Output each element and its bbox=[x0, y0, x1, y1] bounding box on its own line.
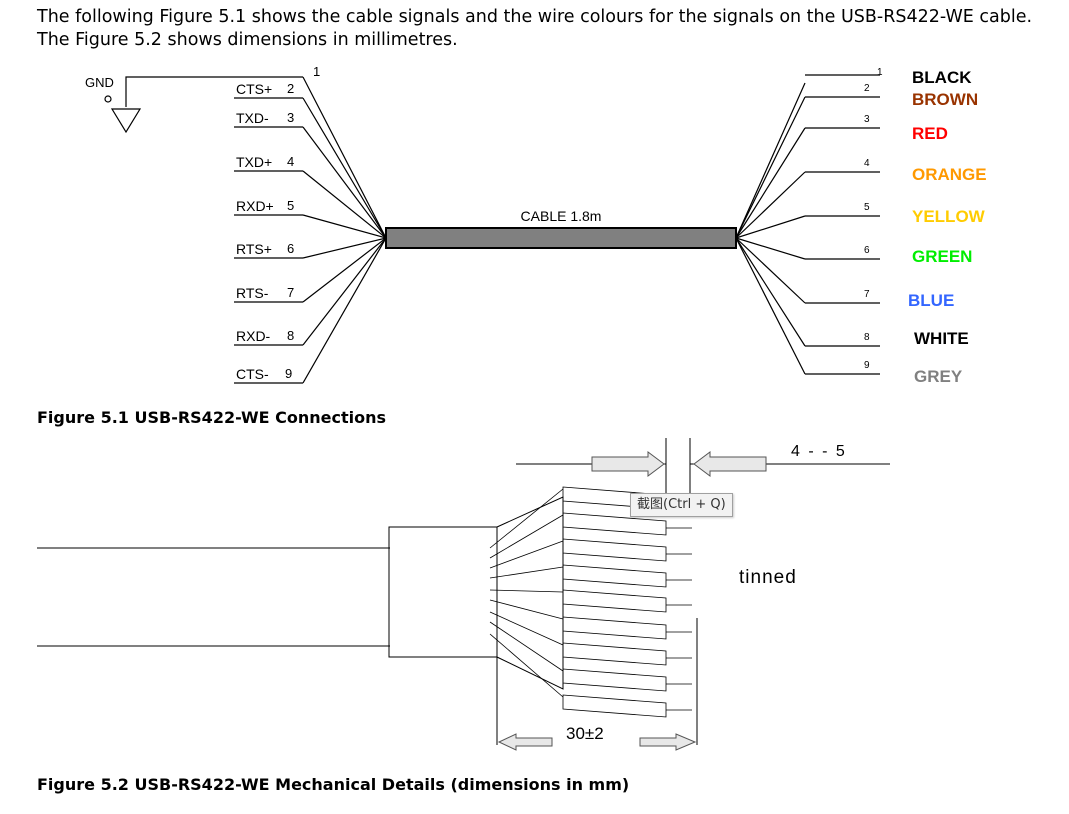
signal-name-label: TXD- bbox=[236, 110, 269, 126]
tinned-wire-end bbox=[562, 589, 667, 613]
right-wire-fan bbox=[735, 74, 880, 375]
figure-5-1-caption: Figure 5.1 USB-RS422-WE Connections bbox=[37, 408, 387, 427]
wire-right bbox=[735, 237, 806, 347]
wire-colour-name: BLACK bbox=[912, 68, 972, 87]
wire-colour-name: GREEN bbox=[912, 247, 972, 266]
wire-pin-label: 2 bbox=[864, 83, 870, 94]
signal-name-label: RXD+ bbox=[236, 198, 274, 214]
intro-paragraph: The following Figure 5.1 shows the cable… bbox=[37, 7, 1033, 50]
wire-pin-label: 9 bbox=[864, 360, 870, 371]
wire-colour-name: YELLOW bbox=[912, 207, 986, 226]
strip-length-dimension: 4 - - 5 bbox=[791, 443, 847, 460]
left-wire-fan bbox=[234, 76, 387, 384]
wire-colour-name: ORANGE bbox=[912, 165, 987, 184]
cable-body bbox=[385, 227, 737, 249]
mech-wire bbox=[489, 589, 564, 593]
tinned-wire-end bbox=[562, 642, 667, 666]
wire-left bbox=[302, 126, 387, 239]
wire-left bbox=[302, 237, 387, 259]
tinned-wire-end bbox=[562, 512, 667, 536]
wire-pin-label: 8 bbox=[864, 332, 870, 343]
signal-pin-label: 2 bbox=[287, 81, 294, 96]
mechanical-wires bbox=[489, 486, 692, 718]
signal-pin-label: 1 bbox=[313, 64, 320, 79]
screenshot-tooltip: 截图(Ctrl + Q) bbox=[630, 493, 733, 517]
wire-colour-name: BLUE bbox=[908, 291, 954, 310]
wire-left bbox=[302, 76, 387, 239]
signal-pin-label: 6 bbox=[287, 241, 294, 256]
tinned-wire-end bbox=[562, 694, 667, 718]
wire-left bbox=[302, 237, 387, 346]
wire-left bbox=[302, 237, 387, 384]
wire-colour-name: RED bbox=[912, 124, 948, 143]
signal-name-label: RTS- bbox=[236, 285, 269, 301]
signal-name-label: TXD+ bbox=[236, 154, 272, 170]
wire-left bbox=[302, 170, 387, 239]
cable-length-label: CABLE 1.8m bbox=[521, 208, 602, 224]
mech-wire bbox=[489, 514, 564, 559]
signal-pin-label: 7 bbox=[287, 285, 294, 300]
signal-pin-label: 9 bbox=[285, 366, 292, 381]
wire-right bbox=[735, 237, 806, 375]
mech-wire bbox=[489, 611, 564, 646]
right-pin-labels: 12 3 4 5 6 7 8 9 bbox=[864, 67, 883, 371]
wire-colour-name: GREY bbox=[914, 367, 963, 386]
dimension-arrow-icon bbox=[497, 451, 767, 751]
signal-pin-label: 4 bbox=[287, 154, 294, 169]
wire-pin-label: 4 bbox=[864, 158, 870, 169]
signal-pin-label: 5 bbox=[287, 198, 294, 213]
wire-colour-labels: BLACK BROWN RED ORANGE YELLOW GREEN BLUE WHITE G… bbox=[908, 68, 987, 386]
mech-wire bbox=[489, 540, 564, 569]
signal-name-label: CTS+ bbox=[236, 81, 272, 97]
signal-pin-label: 8 bbox=[287, 328, 294, 343]
tinned-wire-end bbox=[562, 616, 667, 640]
wire-colour-name: WHITE bbox=[914, 329, 969, 348]
wire-pin-label: 3 bbox=[864, 114, 870, 125]
wire-right bbox=[735, 96, 806, 239]
wire-right bbox=[735, 237, 806, 260]
wire-right bbox=[735, 171, 806, 239]
tinned-wire-end bbox=[562, 538, 667, 562]
signal-pin-label: 3 bbox=[287, 110, 294, 125]
mech-wire bbox=[489, 633, 564, 698]
wire-pin-label: 1 bbox=[877, 67, 883, 78]
mech-wire bbox=[489, 599, 564, 620]
wire-left bbox=[302, 237, 387, 303]
wire-pin-label: 7 bbox=[864, 289, 870, 300]
mech-wire bbox=[489, 566, 564, 579]
wire-right bbox=[735, 82, 806, 239]
signal-name-label: RXD- bbox=[236, 328, 271, 344]
wire-right bbox=[735, 127, 806, 239]
wire-left bbox=[302, 214, 387, 239]
signal-name-label: RTS+ bbox=[236, 241, 272, 257]
wire-pin-label: 6 bbox=[864, 245, 870, 256]
tinned-note: tinned bbox=[739, 567, 797, 588]
mech-wire bbox=[489, 621, 564, 672]
mech-wire bbox=[489, 488, 564, 549]
wire-colour-name: BROWN bbox=[912, 90, 978, 109]
tinned-wire-end bbox=[562, 668, 667, 692]
cable-length-dimension: 30±2 bbox=[566, 724, 604, 743]
wire-pin-label: 5 bbox=[864, 202, 870, 213]
wire-left bbox=[302, 97, 387, 239]
figure-5-2-caption: Figure 5.2 USB-RS422-WE Mechanical Detai… bbox=[37, 775, 630, 794]
mechanical-drawing bbox=[37, 438, 890, 745]
tinned-wire-end bbox=[562, 564, 667, 588]
gnd-label: GND bbox=[85, 75, 114, 90]
signal-name-label: CTS- bbox=[236, 366, 269, 382]
ground-symbol-icon bbox=[104, 76, 303, 134]
wire-right bbox=[735, 237, 806, 304]
wire-right bbox=[735, 215, 806, 239]
